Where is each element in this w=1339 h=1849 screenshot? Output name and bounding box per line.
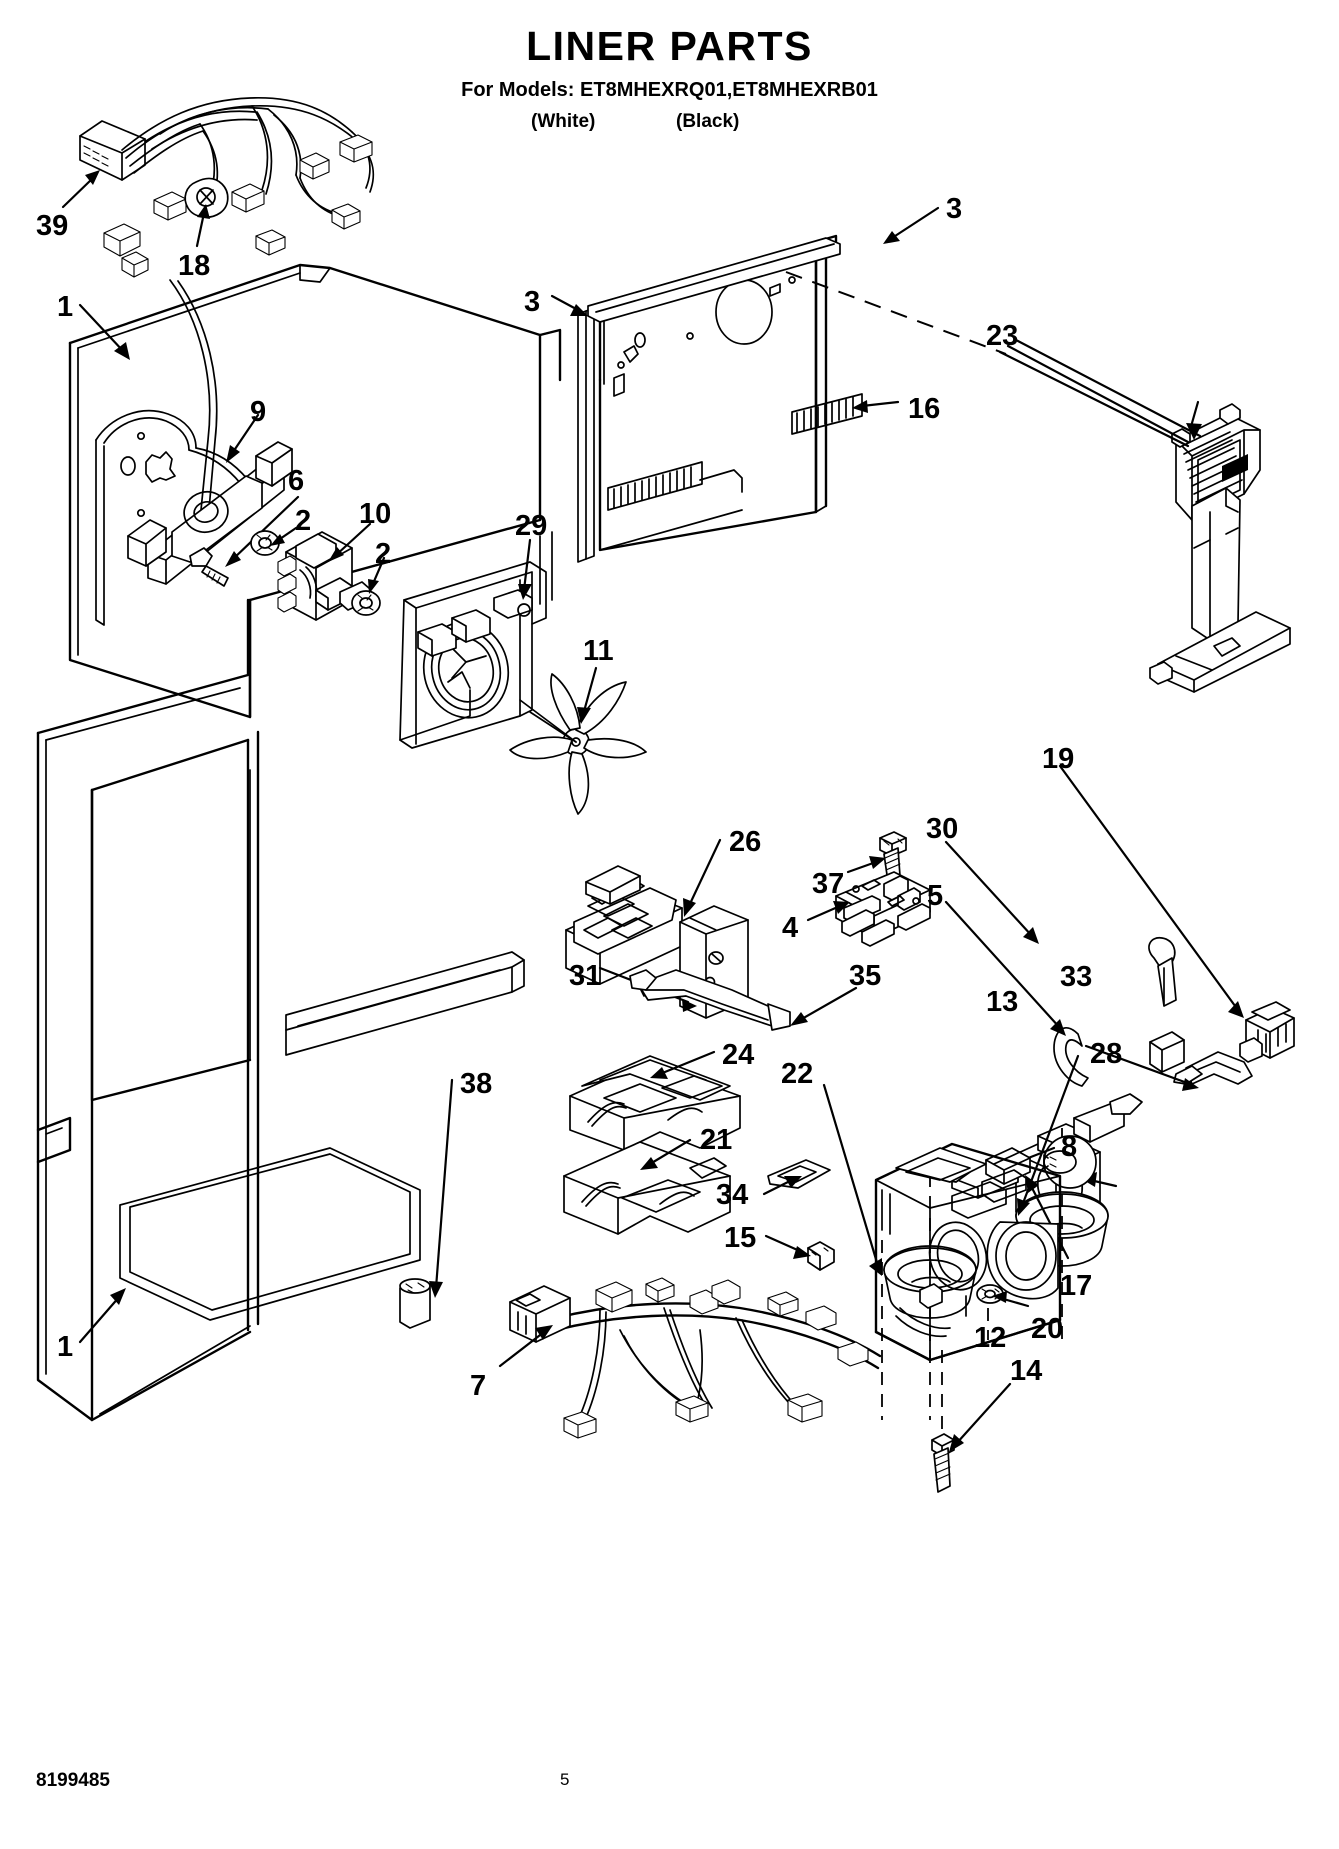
callout-light-lens-housing: 26 xyxy=(729,826,762,858)
color-variants: (White) (Black) xyxy=(0,111,1339,137)
part-38-plug-button xyxy=(400,1080,452,1328)
callout-liner-cabinet: 1 xyxy=(57,291,74,323)
callout-rear-liner-panel: 16 xyxy=(908,393,941,425)
page-title: LINER PARTS xyxy=(526,23,813,69)
callout-light-socket-cup: 22 xyxy=(781,1058,814,1090)
callout-air-tower-upper: 24 xyxy=(722,1039,755,1071)
part-3-gasket-seal xyxy=(552,208,1006,562)
part-1-liner-cabinet xyxy=(38,265,560,1420)
part-2-grommet-upper xyxy=(251,528,296,555)
part-6-screw xyxy=(190,497,298,586)
callout-control-board: 4 xyxy=(782,912,799,944)
callout-cover-tab: 34 xyxy=(716,1179,749,1211)
callout-wiring-harness-upper: 39 xyxy=(36,210,69,242)
footer-part-number: 8199485 xyxy=(36,1770,110,1791)
callout-screw: 6 xyxy=(288,465,305,497)
callout-washer: 20 xyxy=(1031,1313,1064,1345)
callout-screw-small: 12 xyxy=(974,1322,1007,1354)
callout-fan-blade: 11 xyxy=(583,635,614,667)
color-white-label: (White) xyxy=(531,111,596,132)
part-16-rear-liner-panel xyxy=(600,236,898,550)
part-15-light-bulb-small xyxy=(766,1236,834,1270)
part-21-air-tower-lower xyxy=(564,1140,730,1234)
callout-light-socket-lead: 18 xyxy=(178,250,211,282)
part-23-air-duct-assembly xyxy=(1000,340,1290,692)
callout-fan-shroud: 29 xyxy=(515,510,548,542)
part-19-thermostat-clip xyxy=(1060,766,1294,1062)
callout-light-bulb: 8 xyxy=(1061,1131,1078,1163)
part-20-washer xyxy=(977,1285,1028,1306)
callout-air-duct-cover: 9 xyxy=(250,396,267,428)
callout-damper-control: 10 xyxy=(359,498,392,530)
callout-bulb-shield: 17 xyxy=(1060,1270,1093,1302)
callout-light-socket-cup: 28 xyxy=(1090,1038,1123,1070)
part-9-air-duct-cover xyxy=(128,415,292,584)
light-housing-base xyxy=(876,1144,1060,1360)
footer-page-number: 5 xyxy=(560,1770,570,1789)
part-5-bracket xyxy=(946,902,1184,1072)
callout-grommet: 2 xyxy=(375,538,392,570)
callout-air-tower-lower: 21 xyxy=(700,1124,733,1156)
callout-thermostat-clip: 19 xyxy=(1042,743,1075,775)
part-24-air-tower-upper xyxy=(570,1052,740,1150)
callout-bracket-arm: 35 xyxy=(849,960,882,992)
part-29-fan-shroud xyxy=(400,532,552,748)
callout-gasket-seal: 3 xyxy=(946,193,963,225)
part-37-screw-hex xyxy=(848,832,906,910)
callout-air-duct-assembly: 23 xyxy=(986,320,1019,352)
callout-cover-plate: 31 xyxy=(569,960,602,992)
callout-bracket: 5 xyxy=(927,880,944,912)
callout-wire-retainer: 33 xyxy=(1060,961,1093,993)
part-11-fan-blade xyxy=(510,668,646,814)
callout-liner-cabinet: 1 xyxy=(57,1331,74,1363)
callout-wiring-harness-lower: 7 xyxy=(470,1370,487,1402)
part-26-light-lens-housing xyxy=(566,840,720,984)
color-black-label: (Black) xyxy=(676,111,740,132)
part-4-control-board xyxy=(808,872,930,946)
models-value: ET8MHEXRQ01,ET8MHEXRB01 xyxy=(580,79,878,101)
part-35-bracket-arm xyxy=(630,970,856,1030)
models-line: For Models: ET8MHEXRQ01,ET8MHEXRB01 xyxy=(0,80,1339,100)
callout-plug-button: 38 xyxy=(460,1068,493,1100)
part-22-light-socket-cup xyxy=(824,1085,976,1420)
callout-water-tube: 30 xyxy=(926,813,959,845)
callout-screw-hex: 37 xyxy=(812,868,845,900)
callout-gasket-seal: 3 xyxy=(524,286,541,318)
callout-damper-motor: 13 xyxy=(986,986,1019,1018)
callout-screw-hex-long: 14 xyxy=(1010,1355,1043,1387)
diagram-header: LINER PARTS For Models: ET8MHEXRQ01,ET8M… xyxy=(0,0,1339,137)
part-34-cover-tab xyxy=(764,1160,830,1194)
part-33-wire-retainer xyxy=(1086,1046,1252,1091)
models-label: For Models: xyxy=(461,79,575,101)
part-7-wiring-harness-lower xyxy=(500,1278,880,1438)
part-30-water-tube xyxy=(946,842,1088,1086)
part-2-grommet-lower xyxy=(352,558,384,615)
callout-grommet: 2 xyxy=(295,505,312,537)
diagram-footer: 8199485 5 xyxy=(0,1770,1339,1810)
part-39-wiring-harness-upper xyxy=(63,98,373,277)
callout-light-bulb-small: 15 xyxy=(724,1222,757,1254)
part-14-screw-hex-long xyxy=(932,1350,1010,1492)
